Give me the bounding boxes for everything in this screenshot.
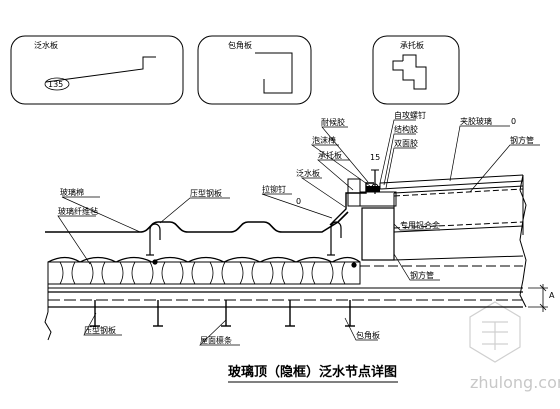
detail-bearing-panel: 承托板 — [372, 35, 460, 105]
watermark-text: zhulong.com — [470, 373, 560, 392]
zero-mark-2: 0 — [296, 197, 301, 206]
label-wrap-angle-panel: 包角板 — [356, 330, 380, 340]
label-steel-tube-bottom: 钢方管 — [410, 270, 434, 280]
detail-flashing-panel: 135 泛水板 — [10, 35, 184, 105]
detail-wrap-angle-panel: 包角板 — [197, 35, 312, 105]
small-dim: 15 — [370, 153, 380, 162]
label-flashing-panel: 泛水板 — [296, 168, 320, 178]
label-double-sided-tape: 双面胶 — [394, 138, 418, 148]
detail-label-flashing: 泛水板 — [34, 40, 58, 50]
label-glass-fiber-felt: 玻璃纤维毡 — [58, 206, 98, 216]
angle-label: 135 — [48, 80, 63, 89]
label-structural-glue: 结构胶 — [394, 124, 418, 134]
label-profiled-panel-top: 压型钢板 — [190, 188, 222, 198]
main-section — [44, 169, 548, 341]
label-bearing-panel: 承托板 — [318, 150, 342, 160]
label-glazing-glass: 夹胶玻璃 — [460, 116, 492, 126]
drawing-title: 玻璃顶（隐框）泛水节点详图 — [228, 364, 397, 380]
detail-label-bearing: 承托板 — [400, 40, 424, 50]
angle-bubble — [44, 77, 70, 91]
label-roof-purlin: 屋面檩条 — [200, 335, 232, 345]
label-special-alloy: 专用铝合金 — [400, 220, 440, 230]
label-foam-rod: 泡沫棒 — [312, 135, 336, 145]
label-profiled-panel-bottom: 压型钢板 — [84, 325, 116, 335]
labels: 耐候胶 泡沫棒 承托板 自攻螺钉 结构胶 双面胶 夹胶玻璃 0 钢方管 15 泛… — [58, 110, 555, 345]
leader-lines — [57, 119, 540, 346]
drawing-title-group: 玻璃顶（隐框）泛水节点详图 — [228, 364, 398, 383]
label-pull-rivet: 拉铆钉 — [262, 184, 286, 194]
label-fire-rock-wool: 玻璃棉 — [60, 187, 84, 197]
zero-mark-1: 0 — [511, 117, 516, 126]
label-weather-sealant: 耐候胶 — [321, 117, 345, 127]
detail-label-wrap-angle: 包角板 — [228, 40, 252, 50]
dim-a-label: A — [549, 291, 555, 300]
label-steel-tube-top: 钢方管 — [510, 135, 534, 145]
watermark: zhulong.com — [469, 301, 560, 392]
label-self-tapping-screw: 自攻螺钉 — [394, 110, 426, 120]
